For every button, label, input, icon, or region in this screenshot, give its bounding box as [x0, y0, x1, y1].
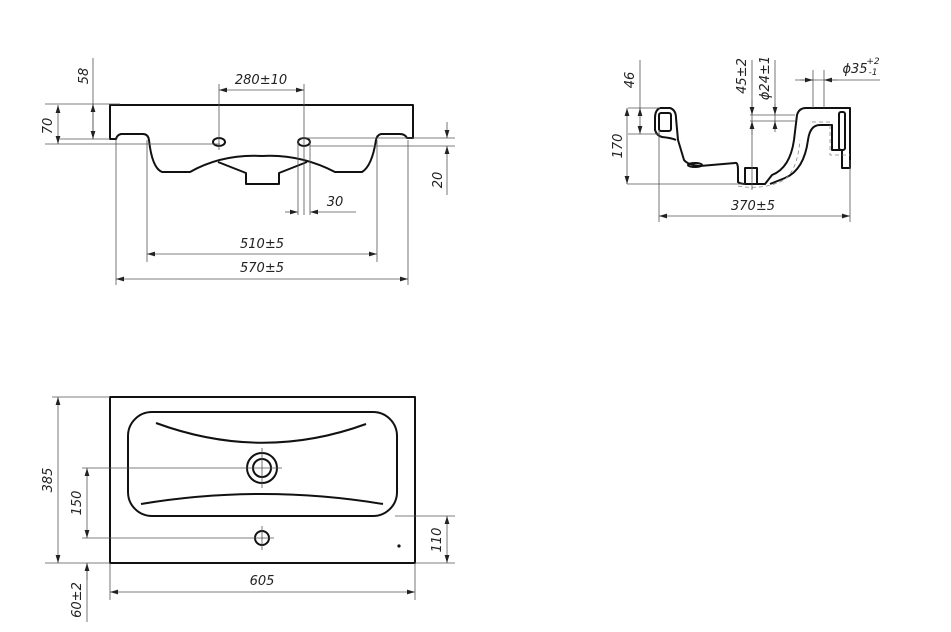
front-drain — [217, 161, 308, 185]
dim-60: 60±2 — [70, 582, 85, 618]
dim-d35-tol-upper: +2 — [866, 57, 880, 67]
dim-46: 46 — [623, 72, 638, 89]
side-view: 46 170 45±2 ϕ24±1 ϕ35 +2 -1 370±5 — [611, 56, 880, 222]
dim-280: 280±10 — [235, 73, 287, 88]
dim-170: 170 — [611, 134, 626, 159]
dim-605: 605 — [250, 574, 275, 589]
overflow-channel — [658, 112, 672, 132]
dim-d35: ϕ35 — [842, 62, 867, 77]
top-view: 385 150 110 605 60±2 — [41, 396, 455, 622]
dim-510: 510±5 — [240, 237, 284, 252]
dim-30: 30 — [327, 195, 344, 210]
marker-dot — [397, 544, 401, 548]
basin-outline — [127, 411, 398, 517]
basin-contour-lower — [140, 493, 384, 505]
dim-110: 110 — [430, 528, 445, 553]
dim-d35-tol-lower: -1 — [869, 68, 878, 78]
side-section-outline — [654, 107, 851, 185]
dim-150: 150 — [70, 491, 85, 516]
drain-section — [744, 167, 758, 185]
dim-70: 70 — [41, 118, 56, 135]
dim-d24: ϕ24±1 — [758, 56, 773, 100]
overflow-slot — [687, 162, 703, 168]
basin-contour-upper — [155, 422, 367, 444]
dim-45: 45±2 — [735, 58, 750, 94]
side-cavity — [838, 111, 846, 151]
dim-370: 370±5 — [731, 199, 775, 214]
top-outline — [109, 396, 416, 564]
front-outline — [109, 104, 414, 173]
dim-58: 58 — [77, 68, 92, 85]
dim-20: 20 — [431, 172, 446, 189]
front-view: 58 70 280±10 20 30 510±5 570±5 — [41, 58, 455, 285]
dim-385: 385 — [41, 468, 56, 493]
dim-570: 570±5 — [240, 261, 284, 276]
